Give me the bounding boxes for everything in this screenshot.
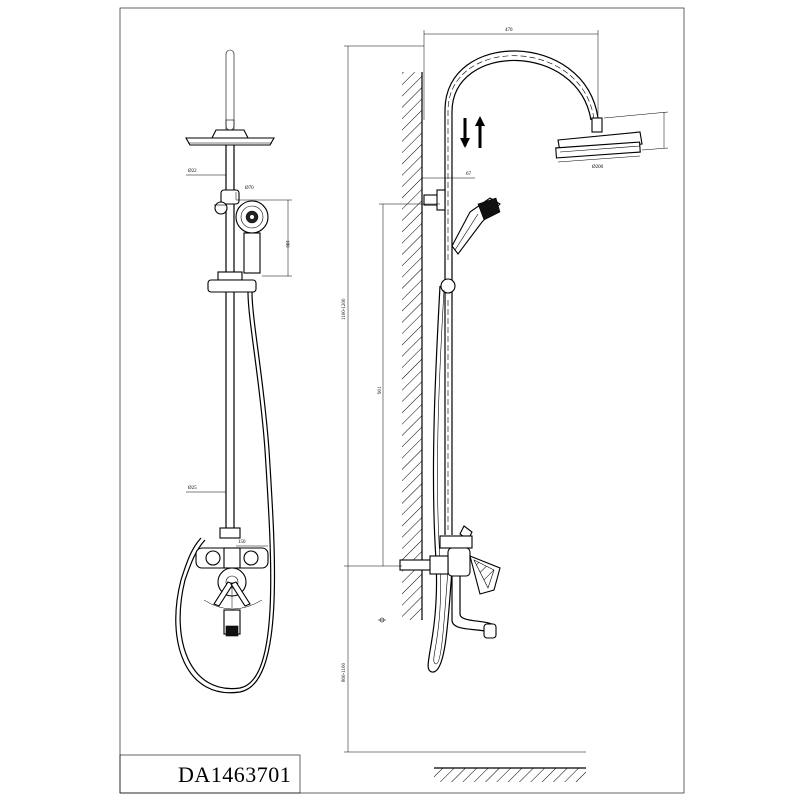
dim-total-height: 1100-1200 xyxy=(342,298,347,320)
dim-pipe-diameter: Ø22 xyxy=(188,169,197,174)
dim-slide-height: 901 xyxy=(378,386,383,394)
dim-handshower-diameter: Ø70 xyxy=(245,186,254,191)
dim-floor-height: 800-1100 xyxy=(342,663,347,682)
floor-section xyxy=(434,768,586,782)
side-view: 470 Ø200 67 xyxy=(342,28,669,782)
title-block: DA1463701 xyxy=(119,754,301,794)
front-slider-holder xyxy=(207,271,257,293)
dim-head-diameter: Ø200 xyxy=(592,165,604,170)
dim-lower-pipe-diameter: Ø25 xyxy=(188,486,197,491)
side-slider xyxy=(440,278,456,294)
dim-arm-reach: 470 xyxy=(505,28,513,33)
front-handshower-holder xyxy=(214,189,240,215)
wall-section xyxy=(402,72,422,620)
front-view: Ø22 Ø70 180 Ø25 xyxy=(175,49,292,694)
model-number: DA1463701 xyxy=(178,762,291,787)
dim-wall-offset: 67 xyxy=(466,172,472,177)
side-mixer xyxy=(399,525,501,639)
front-shower-head xyxy=(185,119,275,146)
side-wall-bracket-upper xyxy=(423,189,446,211)
front-mixer xyxy=(195,547,269,637)
flow-direction-arrows xyxy=(460,116,485,148)
side-shower-head: Ø200 xyxy=(555,111,669,170)
drawing-frame xyxy=(119,7,685,794)
dim-handshower-height: 180 xyxy=(284,240,289,248)
dim-mixer-center: 150 xyxy=(238,540,246,545)
front-handshower xyxy=(235,200,269,274)
side-handshower xyxy=(451,197,501,255)
